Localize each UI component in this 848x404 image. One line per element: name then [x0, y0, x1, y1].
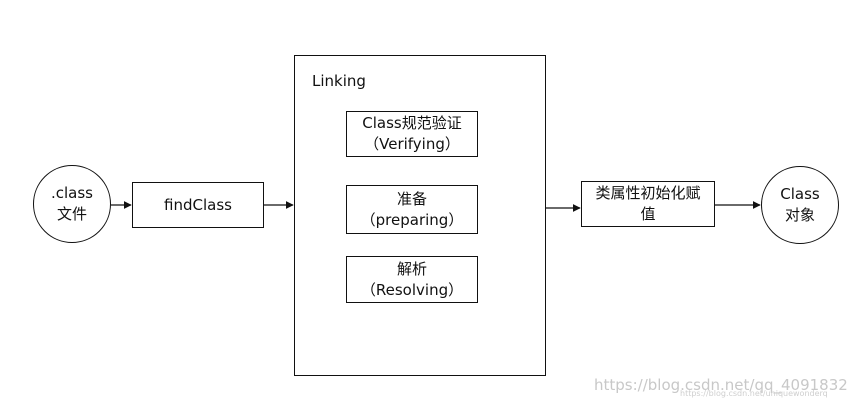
class-object-line2: 对象 — [784, 206, 815, 224]
preparing-line1: 准备 — [396, 189, 427, 208]
class-file-node: .class 文件 — [33, 165, 111, 243]
linking-container — [294, 55, 546, 376]
preparing-line2: （preparing） — [360, 210, 464, 229]
verifying-line2: （Verifying） — [364, 135, 460, 153]
init-line2: 值 — [640, 205, 656, 223]
verifying-node: Class规范验证 （Verifying） — [346, 111, 478, 157]
preparing-node: 准备 （preparing） — [346, 185, 478, 234]
init-node: 类属性初始化赋 值 — [581, 181, 715, 227]
class-object-node: Class 对象 — [761, 166, 839, 244]
resolving-line1: 解析 — [396, 259, 427, 278]
findclass-label: findClass — [164, 195, 232, 214]
init-line1: 类属性初始化赋 — [595, 184, 701, 202]
class-object-line1: Class — [780, 185, 820, 203]
class-file-line1: .class — [50, 184, 93, 202]
linking-title: Linking — [312, 72, 366, 90]
resolving-line2: （Resolving） — [360, 280, 464, 299]
verifying-line1: Class规范验证 — [362, 114, 462, 132]
watermark-small: https://blog.csdn.net/uniquewonderq — [680, 389, 828, 398]
findclass-node: findClass — [132, 182, 264, 228]
class-file-line2: 文件 — [56, 205, 87, 223]
resolving-node: 解析 （Resolving） — [346, 256, 478, 303]
watermark-main: https://blog.csdn.net/qq_40918324 — [594, 376, 848, 394]
